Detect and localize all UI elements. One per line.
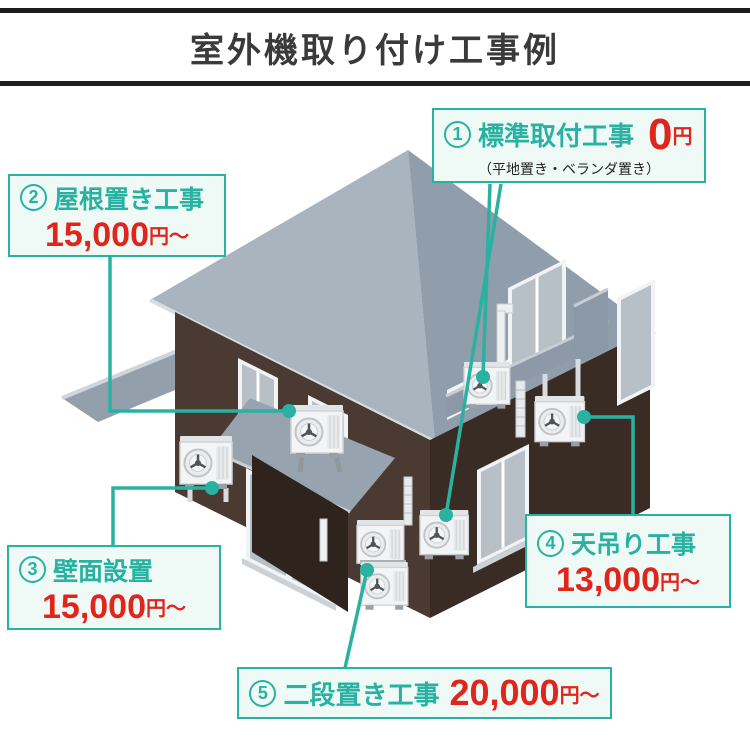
page-title: 室外機取り付け工事例: [190, 31, 560, 70]
dot-balcony: [476, 370, 490, 384]
drain-pipes: [319, 303, 526, 562]
connector-3: [111, 486, 212, 545]
callout-standard-install: 1 標準取付工事 0 円 （平地置き・ベランダ置き）: [432, 108, 706, 183]
callout-price: 15,000: [45, 215, 149, 254]
callout-price-unit: 円〜: [660, 571, 700, 594]
callout-wall-mount: 3 壁面設置 15,000 円〜: [7, 545, 221, 630]
callout-label: 屋根置き工事: [54, 185, 205, 214]
callout-two-tier: 5 二段置き工事 20,000 円〜: [237, 667, 612, 719]
dot-ceiling: [577, 410, 591, 424]
callout-price: 0: [648, 109, 673, 159]
ac-unit-ceiling-hung: [533, 359, 586, 448]
callout-price: 15,000: [42, 587, 146, 626]
callout-number: 3: [19, 556, 46, 583]
title-band: 室外機取り付け工事例: [0, 8, 750, 86]
dot-stacked: [360, 563, 374, 577]
callout-roof-mount: 2 屋根置き工事 15,000 円〜: [8, 174, 226, 257]
callout-number: 2: [20, 184, 47, 211]
callout-price-unit: 円〜: [149, 226, 189, 248]
roof-left-slope: [150, 150, 435, 442]
ac-unit-stacked: [355, 518, 409, 611]
callout-price-unit: 円〜: [559, 684, 600, 707]
connector-lines: [108, 183, 635, 669]
callout-number: 5: [249, 679, 277, 707]
callout-label: 壁面設置: [53, 557, 154, 586]
connector-1b: [444, 183, 503, 516]
connector-dots: [205, 370, 591, 577]
callout-label: 天吊り工事: [571, 531, 697, 559]
callout-ceiling-hung: 4 天吊り工事 13,000 円〜: [525, 514, 731, 608]
dot-wall: [205, 481, 219, 495]
window: [617, 279, 655, 406]
callout-label: 二段置き工事: [283, 679, 440, 710]
connector-4: [584, 415, 635, 515]
callout-price: 20,000: [449, 672, 560, 713]
ac-unit-wall: [178, 434, 234, 502]
callout-price-unit: 円: [672, 126, 693, 148]
connector-2: [108, 256, 289, 413]
dot-ground: [439, 508, 453, 522]
window: [473, 444, 533, 573]
ac-unit-roof: [289, 403, 345, 473]
connector-5: [343, 569, 369, 669]
callout-note: （平地置き・ベランダ置き）: [478, 160, 660, 177]
callout-price-unit: 円〜: [146, 598, 186, 620]
callout-label: 標準取付工事: [478, 121, 635, 151]
dot-roof: [282, 404, 296, 418]
callout-number: 4: [537, 529, 564, 557]
callout-price: 13,000: [556, 561, 660, 599]
callout-number: 1: [444, 121, 471, 148]
